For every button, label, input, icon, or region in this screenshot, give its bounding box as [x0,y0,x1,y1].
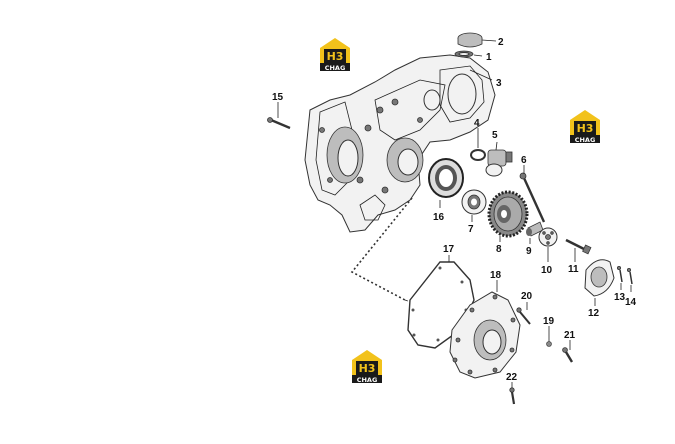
small-cover [584,259,615,297]
callout-8: 8 [496,244,502,255]
callout-5: 5 [492,130,498,141]
callout-13: 13 [614,292,626,303]
callout-15: 15 [272,92,284,103]
logo-mark: H3 [359,362,376,375]
callout-10: 10 [541,265,553,276]
callout-11: 11 [568,264,579,275]
bolt-22 [509,387,516,405]
logo-text: CHAG [325,64,346,72]
callout-18: 18 [490,270,502,281]
gear-housing [304,54,496,233]
filler-cap [454,32,483,58]
callout-12: 12 [588,308,600,319]
callout-19: 19 [543,316,555,327]
seal-ring [428,158,464,198]
washer-19 [546,341,552,347]
callout-4: 4 [474,118,480,129]
callout-labels: 1 2 3 4 5 6 7 8 9 10 11 12 13 14 15 16 1… [272,37,637,383]
gear [487,190,529,238]
logo-mark: H3 [327,50,344,63]
small-fasteners [617,265,633,285]
front-cover-plate [449,291,521,379]
callout-17: 17 [443,244,455,255]
hub [461,189,487,215]
callout-7: 7 [468,224,474,235]
alignment-dotted-line [350,197,413,301]
callout-3: 3 [496,78,502,89]
long-bolt [519,172,546,223]
callout-9: 9 [526,246,532,257]
brand-logo-top: H3 CHAG [320,38,350,72]
callout-14: 14 [625,297,637,308]
logo-mark: H3 [577,122,594,135]
callout-22: 22 [506,372,518,383]
valve-fitting [485,149,513,177]
brand-logo-right: H3 CHAG [570,110,600,144]
callout-21: 21 [564,330,576,341]
stud-bolt [267,117,291,130]
bolt-11 [565,238,592,255]
callout-20: 20 [521,291,533,302]
bolt-21 [562,347,574,363]
callout-16: 16 [433,212,445,223]
brand-logo-bottom: H3 CHAG [352,350,382,384]
disc-plate [538,227,558,247]
leader-lines [277,39,632,388]
logo-text: CHAG [357,376,378,384]
bolt-20 [516,307,531,325]
callout-2: 2 [498,37,504,48]
callout-1: 1 [486,52,492,63]
callout-6: 6 [521,155,527,166]
o-ring [470,149,486,161]
logo-text: CHAG [575,136,596,144]
